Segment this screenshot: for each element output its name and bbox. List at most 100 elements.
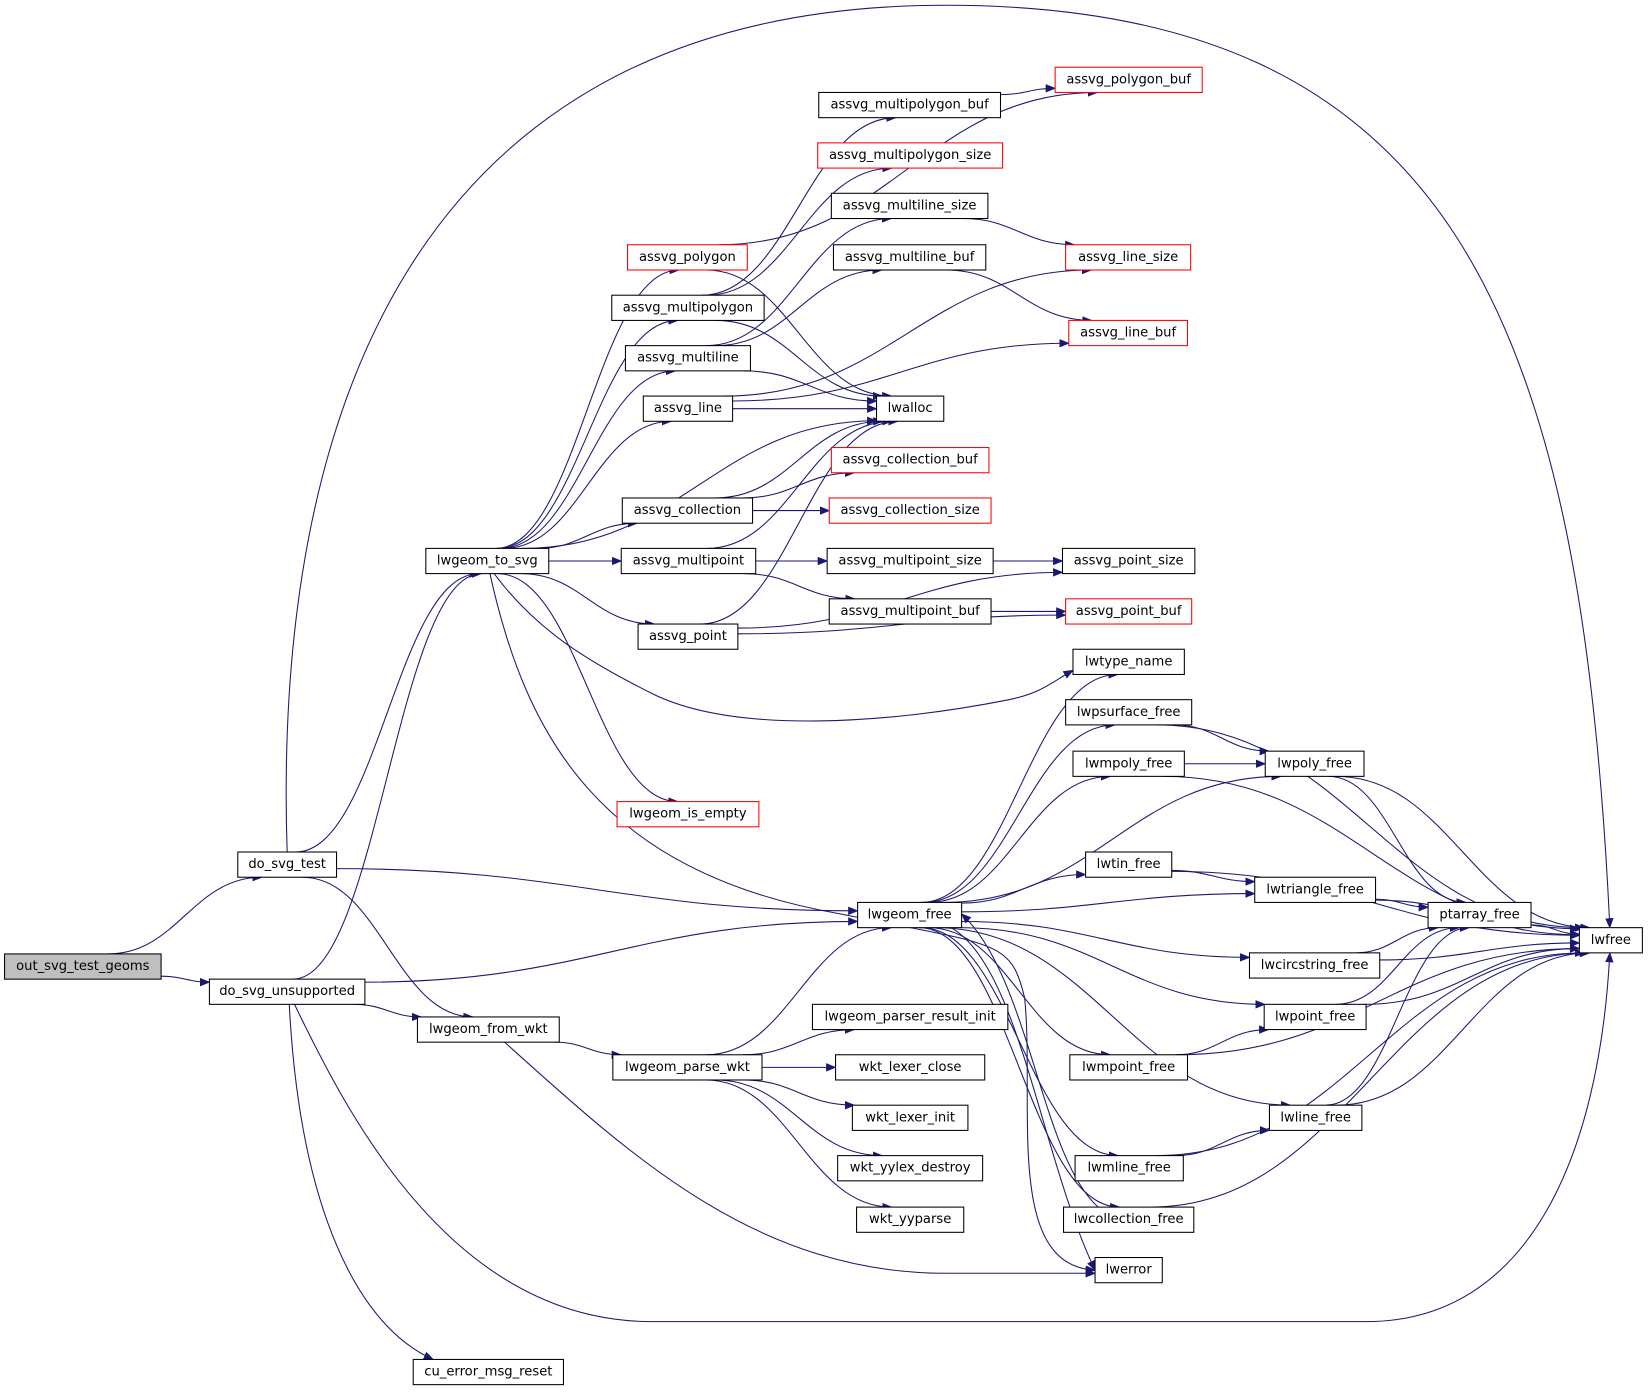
edge-assvg_multipolygon-to-assvg_multipolygon_size (706, 163, 893, 296)
node-lwpoly_free[interactable]: lwpoly_free (1264, 750, 1365, 777)
node-assvg_line_buf[interactable]: assvg_line_buf (1068, 319, 1189, 347)
node-assvg_multiline_buf[interactable]: assvg_multiline_buf (832, 244, 987, 271)
edge-assvg_line-to-assvg_line_buf (732, 339, 1070, 402)
node-lwmline_free[interactable]: lwmline_free (1074, 1155, 1184, 1182)
node-wkt_lexer_close[interactable]: wkt_lexer_close (835, 1054, 986, 1081)
node-lwmpoint_free[interactable]: lwmpoint_free (1069, 1054, 1189, 1081)
node-assvg_multipoint_size[interactable]: assvg_multipoint_size (826, 547, 994, 575)
edge-lwmpoint_free-to-lwpoint_free (1175, 1025, 1270, 1056)
node-wkt_yylex_destroy[interactable]: wkt_yylex_destroy (837, 1155, 984, 1182)
node-assvg_collection_buf[interactable]: assvg_collection_buf (830, 447, 990, 474)
node-wkt_yyparse[interactable]: wkt_yyparse (856, 1206, 965, 1233)
node-label: assvg_collection_buf (843, 453, 979, 468)
node-label: lwpoly_free (1277, 756, 1352, 771)
node-lwcollection_free[interactable]: lwcollection_free (1063, 1206, 1195, 1233)
node-box (835, 1054, 986, 1081)
edge-lwline_free-to-ptarray_free (1325, 923, 1471, 1106)
node-assvg_multipoint_buf[interactable]: assvg_multipoint_buf (828, 598, 992, 625)
node-assvg_collection[interactable]: assvg_collection (621, 497, 754, 524)
node-assvg_multipolygon_size[interactable]: assvg_multipolygon_size (817, 142, 1004, 169)
node-box (1248, 952, 1381, 979)
node-label: lwtin_free (1097, 857, 1161, 872)
edge-do_svg_unsupported-to-lwgeom_free (364, 917, 859, 983)
node-box (817, 142, 1004, 169)
node-box (1074, 1155, 1184, 1182)
edge-lwgeom_to_svg-to-assvg_multiline (499, 366, 677, 549)
node-assvg_line[interactable]: assvg_line (642, 395, 734, 422)
edge-lwgeom_free-to-lwmpoly_free (927, 772, 1112, 903)
edge-lwgeom_from_wkt-to-lwerror (504, 1041, 1097, 1278)
node-assvg_multiline[interactable]: assvg_multiline (624, 345, 751, 372)
node-assvg_multiline_size[interactable]: assvg_multiline_size (830, 192, 989, 220)
node-assvg_point[interactable]: assvg_point (637, 623, 739, 650)
node-assvg_multipolygon[interactable]: assvg_multipolygon (611, 294, 765, 321)
node-assvg_polygon[interactable]: assvg_polygon (627, 244, 748, 271)
node-label: lwmpoint_free (1082, 1060, 1175, 1075)
node-lwcircstring_free[interactable]: lwcircstring_free (1248, 952, 1381, 979)
edge-do_svg_unsupported-to-cu_error_msg_reset (288, 1004, 435, 1360)
node-assvg_polygon_buf[interactable]: assvg_polygon_buf (1054, 66, 1203, 93)
edge-lwgeom_free-to-lwtriangle_free (961, 889, 1256, 913)
node-lwgeom_free[interactable]: lwgeom_free (857, 901, 963, 929)
node-ptarray_free[interactable]: ptarray_free (1427, 901, 1532, 929)
node-do_svg_unsupported[interactable]: do_svg_unsupported (208, 978, 366, 1005)
node-lwerror[interactable]: lwerror (1094, 1257, 1163, 1284)
node-label: lwline_free (1280, 1110, 1351, 1125)
node-assvg_point_size[interactable]: assvg_point_size (1061, 547, 1196, 575)
node-lwgeom_parser_result_init[interactable]: lwgeom_parser_result_init (811, 1003, 1009, 1031)
node-lwalloc[interactable]: lwalloc (876, 395, 945, 422)
node-box (851, 1104, 969, 1131)
node-label: assvg_line_size (1078, 250, 1178, 265)
node-label: lwerror (1106, 1263, 1153, 1278)
node-lwgeom_is_empty[interactable]: lwgeom_is_empty (616, 801, 760, 828)
node-lwfree[interactable]: lwfree (1578, 927, 1643, 954)
node-lwpoint_free[interactable]: lwpoint_free (1263, 1003, 1367, 1031)
node-assvg_line_size[interactable]: assvg_line_size (1065, 244, 1192, 271)
node-cu_error_msg_reset[interactable]: cu_error_msg_reset (412, 1358, 564, 1386)
edge-assvg_point-to-lwalloc (700, 417, 899, 625)
node-label: lwgeom_free (868, 908, 952, 923)
node-label: wkt_yylex_destroy (850, 1161, 971, 1176)
node-box (837, 1155, 984, 1182)
edge-lwgeom_parse_wkt-to-lwgeom_parser_result_init (743, 1025, 856, 1056)
node-do_svg_test[interactable]: do_svg_test (237, 851, 338, 878)
edge-assvg_polygon-to-lwalloc (705, 269, 893, 401)
node-assvg_collection_size[interactable]: assvg_collection_size (828, 497, 992, 524)
node-box (1427, 901, 1532, 929)
edge-lwpoly_free-to-ptarray_free (1328, 775, 1467, 907)
node-lwmpoly_free[interactable]: lwmpoly_free (1072, 750, 1185, 777)
node-label: ptarray_free (1439, 908, 1519, 923)
node-lwpsurface_free[interactable]: lwpsurface_free (1065, 699, 1193, 726)
edge-do_svg_test-to-lwgeom_from_wkt (302, 876, 475, 1022)
node-label: assvg_multiline_size (843, 198, 977, 213)
node-box (828, 598, 992, 625)
node-lwgeom_parse_wkt[interactable]: lwgeom_parse_wkt (612, 1054, 763, 1081)
edge-do_svg_test-to-lwgeom_free (336, 868, 859, 916)
node-lwtriangle_free[interactable]: lwtriangle_free (1254, 876, 1377, 903)
node-label: assvg_multiline (637, 351, 739, 366)
edge-lwgeom_to_svg-to-lwalloc (522, 416, 878, 549)
node-label: lwgeom_parser_result_init (825, 1009, 996, 1024)
node-assvg_multipolygon_buf[interactable]: assvg_multipolygon_buf (818, 91, 1002, 119)
node-label: do_svg_unsupported (219, 984, 355, 999)
node-assvg_multipoint[interactable]: assvg_multipoint (620, 547, 757, 575)
node-box (832, 244, 987, 271)
node-box (857, 901, 963, 929)
node-wkt_lexer_init[interactable]: wkt_lexer_init (851, 1104, 969, 1131)
edge-lwpoly_free-to-lwfree (1335, 775, 1591, 932)
node-lwgeom_from_wkt[interactable]: lwgeom_from_wkt (416, 1016, 560, 1043)
node-label: assvg_polygon (639, 250, 736, 265)
edge-lwmline_free-to-lwline_free (1175, 1126, 1271, 1157)
node-label: lwpoint_free (1275, 1009, 1355, 1024)
node-lwline_free[interactable]: lwline_free (1268, 1104, 1363, 1131)
node-lwtype_name[interactable]: lwtype_name (1072, 648, 1185, 675)
node-lwtin_free[interactable]: lwtin_free (1085, 851, 1173, 878)
node-assvg_point_buf[interactable]: assvg_point_buf (1065, 598, 1193, 625)
node-label: do_svg_test (248, 857, 326, 872)
node-label: lwcircstring_free (1261, 958, 1369, 973)
node-label: assvg_multipolygon_buf (831, 98, 990, 113)
node-lwgeom_to_svg[interactable]: lwgeom_to_svg (425, 547, 550, 575)
edge-lwpsurface_free-to-lwpoly_free (1174, 724, 1271, 756)
node-label: lwfree (1591, 933, 1631, 948)
edge-lwgeom_free-to-lwpoint_free (959, 927, 1267, 1009)
